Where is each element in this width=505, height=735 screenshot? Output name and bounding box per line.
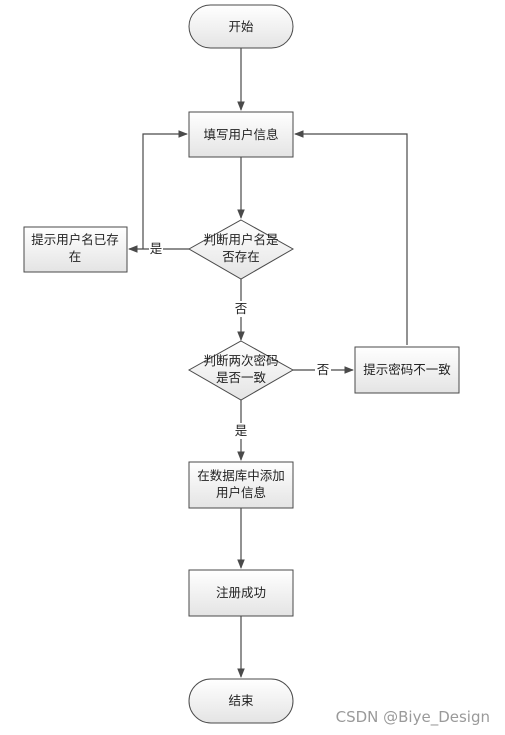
node-prompt-exists-line2: 在: [69, 249, 82, 264]
node-prompt-username-exists: 提示用户名已存 在: [23, 226, 128, 273]
edge-label-exists-no: 否: [235, 301, 248, 316]
node-register-success-label: 注册成功: [216, 585, 266, 600]
node-add-db-line2: 用户信息: [216, 485, 266, 500]
node-prompt-pwd-label: 提示密码不一致: [363, 362, 451, 377]
watermark: CSDN @Biye_Design: [336, 708, 490, 727]
node-fill-user-info-label: 填写用户信息: [203, 127, 278, 142]
edge-label-exists-yes: 是: [150, 241, 163, 256]
node-check-passwords-match: 判断两次密码 是否一致: [187, 340, 295, 401]
node-end: 结束: [188, 678, 294, 724]
node-prompt-exists-line1: 提示用户名已存: [31, 232, 119, 247]
node-start: 开始: [188, 4, 294, 49]
node-start-label: 开始: [228, 19, 254, 34]
edge-prompt-exists-back: [142, 130, 188, 249]
edge-label-pwd-no: 否: [317, 362, 330, 377]
edge-labels: 是 否 否 是: [149, 241, 331, 439]
node-check-exists-line2: 否存在: [222, 249, 260, 264]
node-check-pwd-line2: 是否一致: [216, 370, 267, 385]
node-prompt-password-mismatch: 提示密码不一致: [354, 346, 460, 394]
node-end-label: 结束: [228, 693, 254, 708]
node-fill-user-info: 填写用户信息: [188, 111, 294, 158]
edge-prompt-pwd-back: [294, 130, 408, 345]
node-check-pwd-line1: 判断两次密码: [203, 353, 278, 368]
node-add-to-database: 在数据库中添加 用户信息: [188, 461, 294, 509]
edge-label-pwd-yes: 是: [235, 423, 248, 438]
node-check-username-exists: 判断用户名是 否存在: [187, 219, 295, 280]
node-add-db-line1: 在数据库中添加: [197, 468, 285, 483]
node-check-exists-line1: 判断用户名是: [203, 232, 279, 247]
node-register-success: 注册成功: [188, 569, 294, 617]
